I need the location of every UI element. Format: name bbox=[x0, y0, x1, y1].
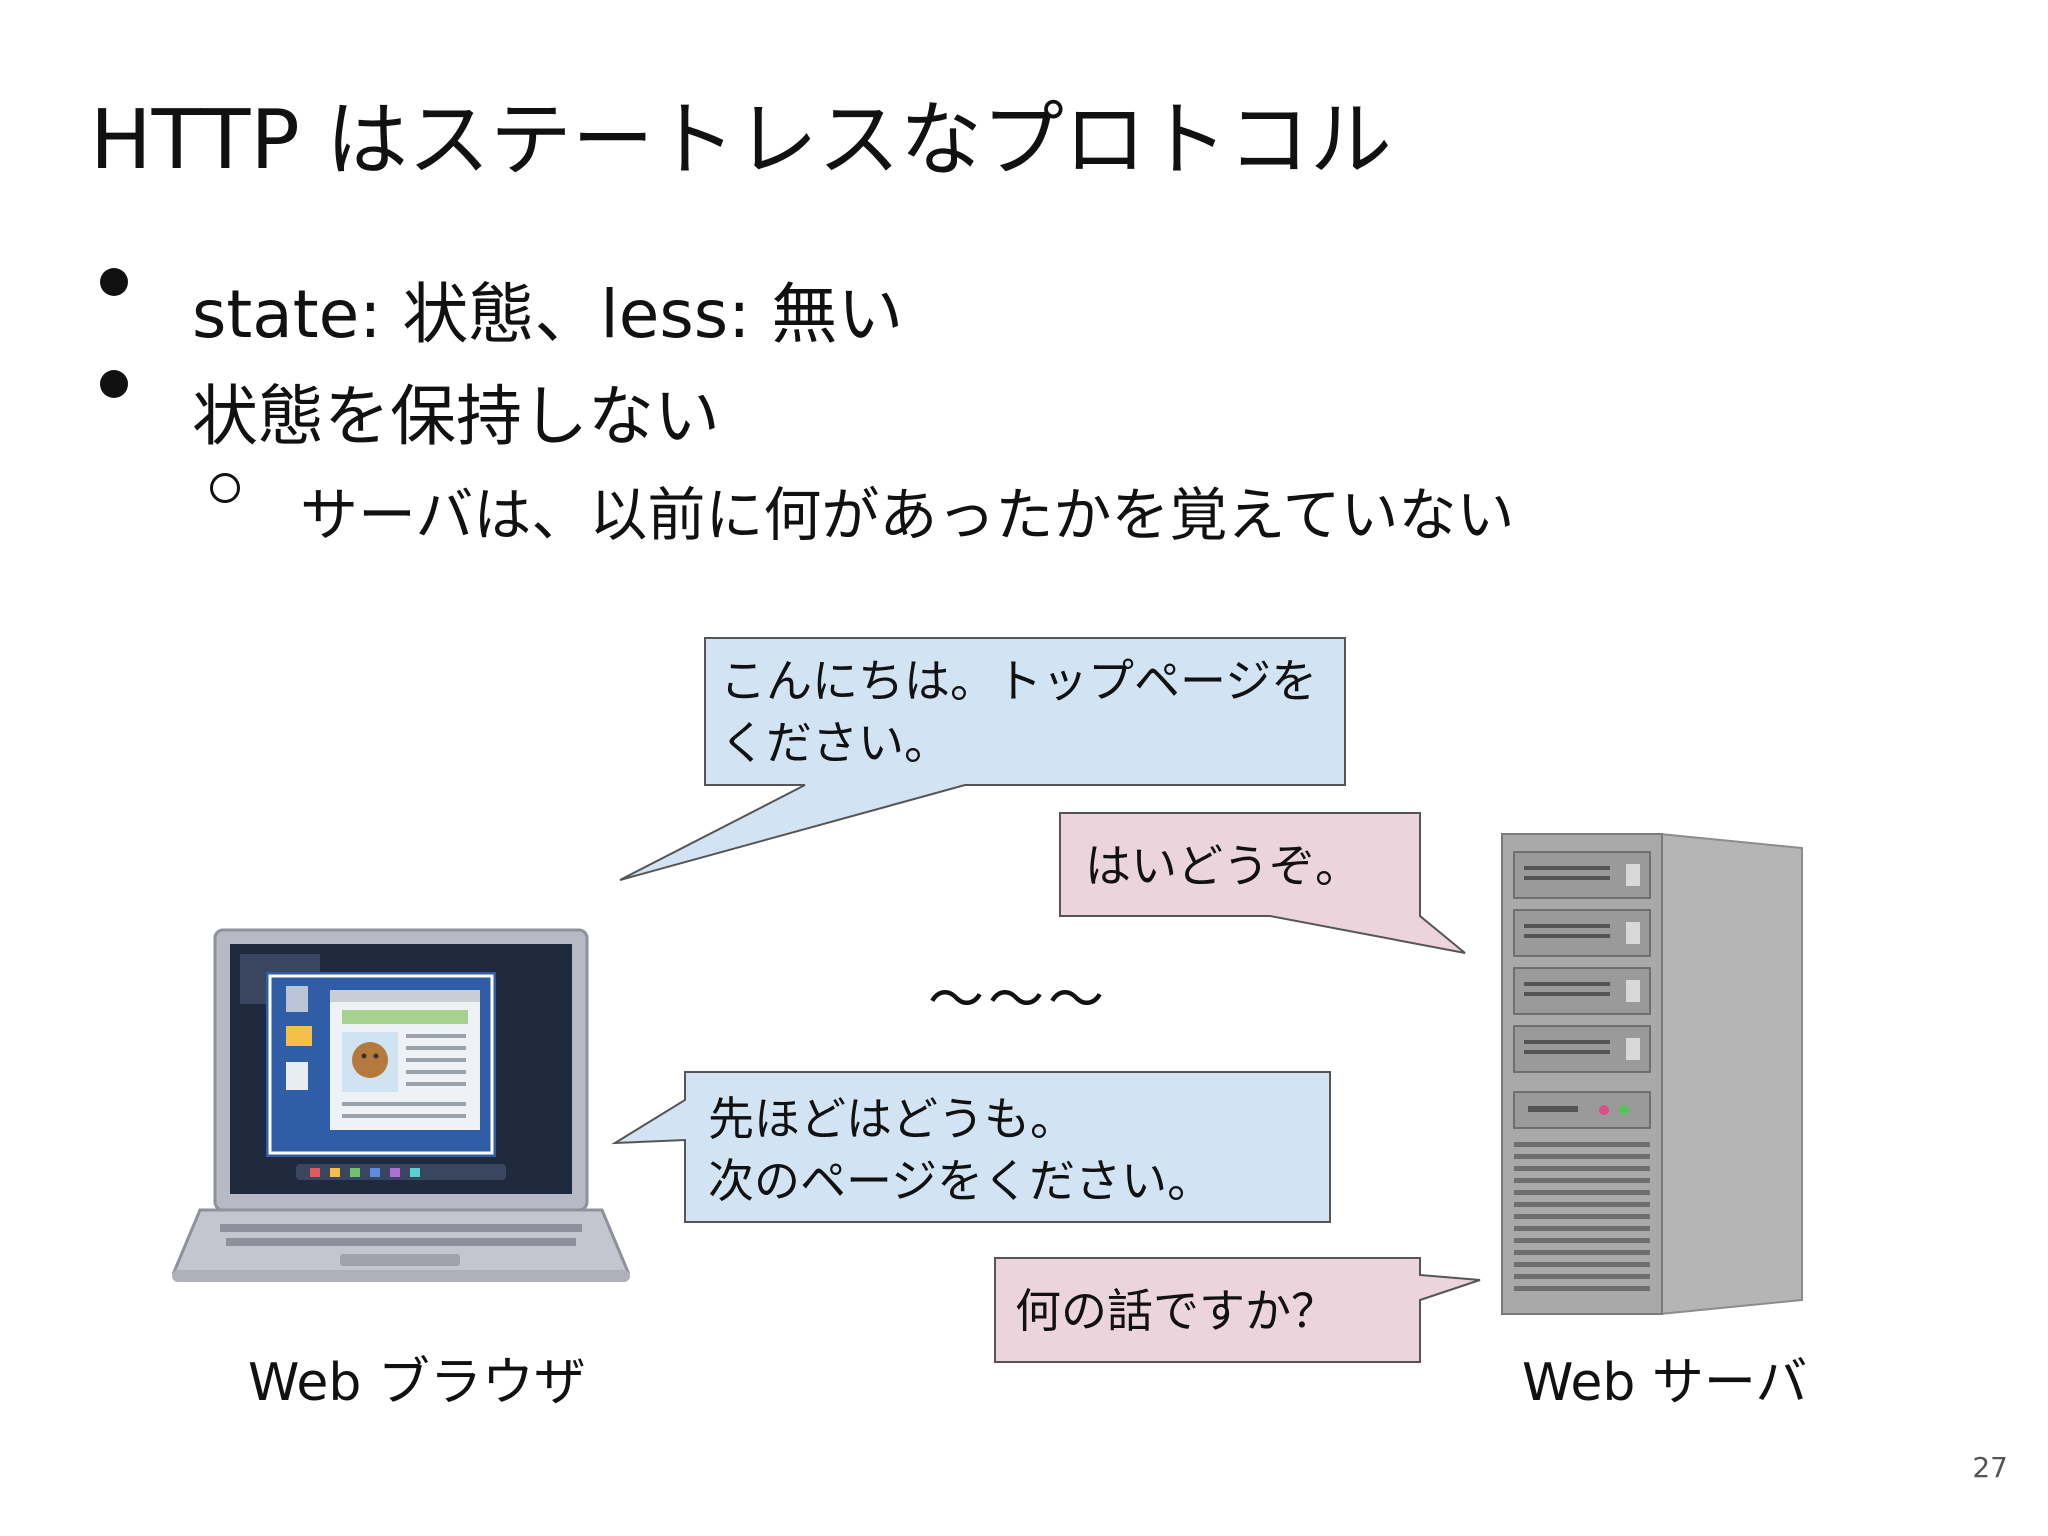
slide-title: HTTP はステートレスなプロトコル bbox=[90, 93, 1392, 188]
sub-bullet-circle-icon bbox=[210, 473, 240, 503]
bullet-text: state: 状態、less: 無い bbox=[192, 276, 904, 353]
bullet-dot-icon bbox=[100, 370, 128, 398]
response-bubble-text: 何の話ですか？ bbox=[1015, 1284, 1337, 1338]
server-icon bbox=[1501, 832, 1803, 1315]
sub-bullet-text: サーバは、以前に何があったかを覚えていない bbox=[300, 481, 1515, 549]
response-bubble-shape bbox=[1059, 812, 1466, 954]
page-number: 27 bbox=[1972, 1451, 2008, 1484]
time-gap-ellipsis: 〜〜〜 bbox=[928, 968, 1108, 1033]
client-label: Web ブラウザ bbox=[248, 1353, 586, 1413]
laptop-icon bbox=[171, 928, 631, 1282]
bullet-text: 状態を保持しない bbox=[192, 378, 720, 455]
response-bubble-text: はいどうぞ。 bbox=[1085, 839, 1361, 893]
request-bubble-text: 先ほどはどうも。 次のページをください。 bbox=[708, 1092, 1214, 1208]
request-bubble-shape bbox=[611, 1071, 1331, 1223]
request-bubble-text: こんにちは。トップページを ください。 bbox=[720, 654, 1318, 770]
request-bubble-shape bbox=[619, 637, 1346, 881]
server-label: Web サーバ bbox=[1522, 1353, 1808, 1413]
response-bubble-shape bbox=[994, 1257, 1481, 1363]
bullet-dot-icon bbox=[100, 268, 128, 296]
